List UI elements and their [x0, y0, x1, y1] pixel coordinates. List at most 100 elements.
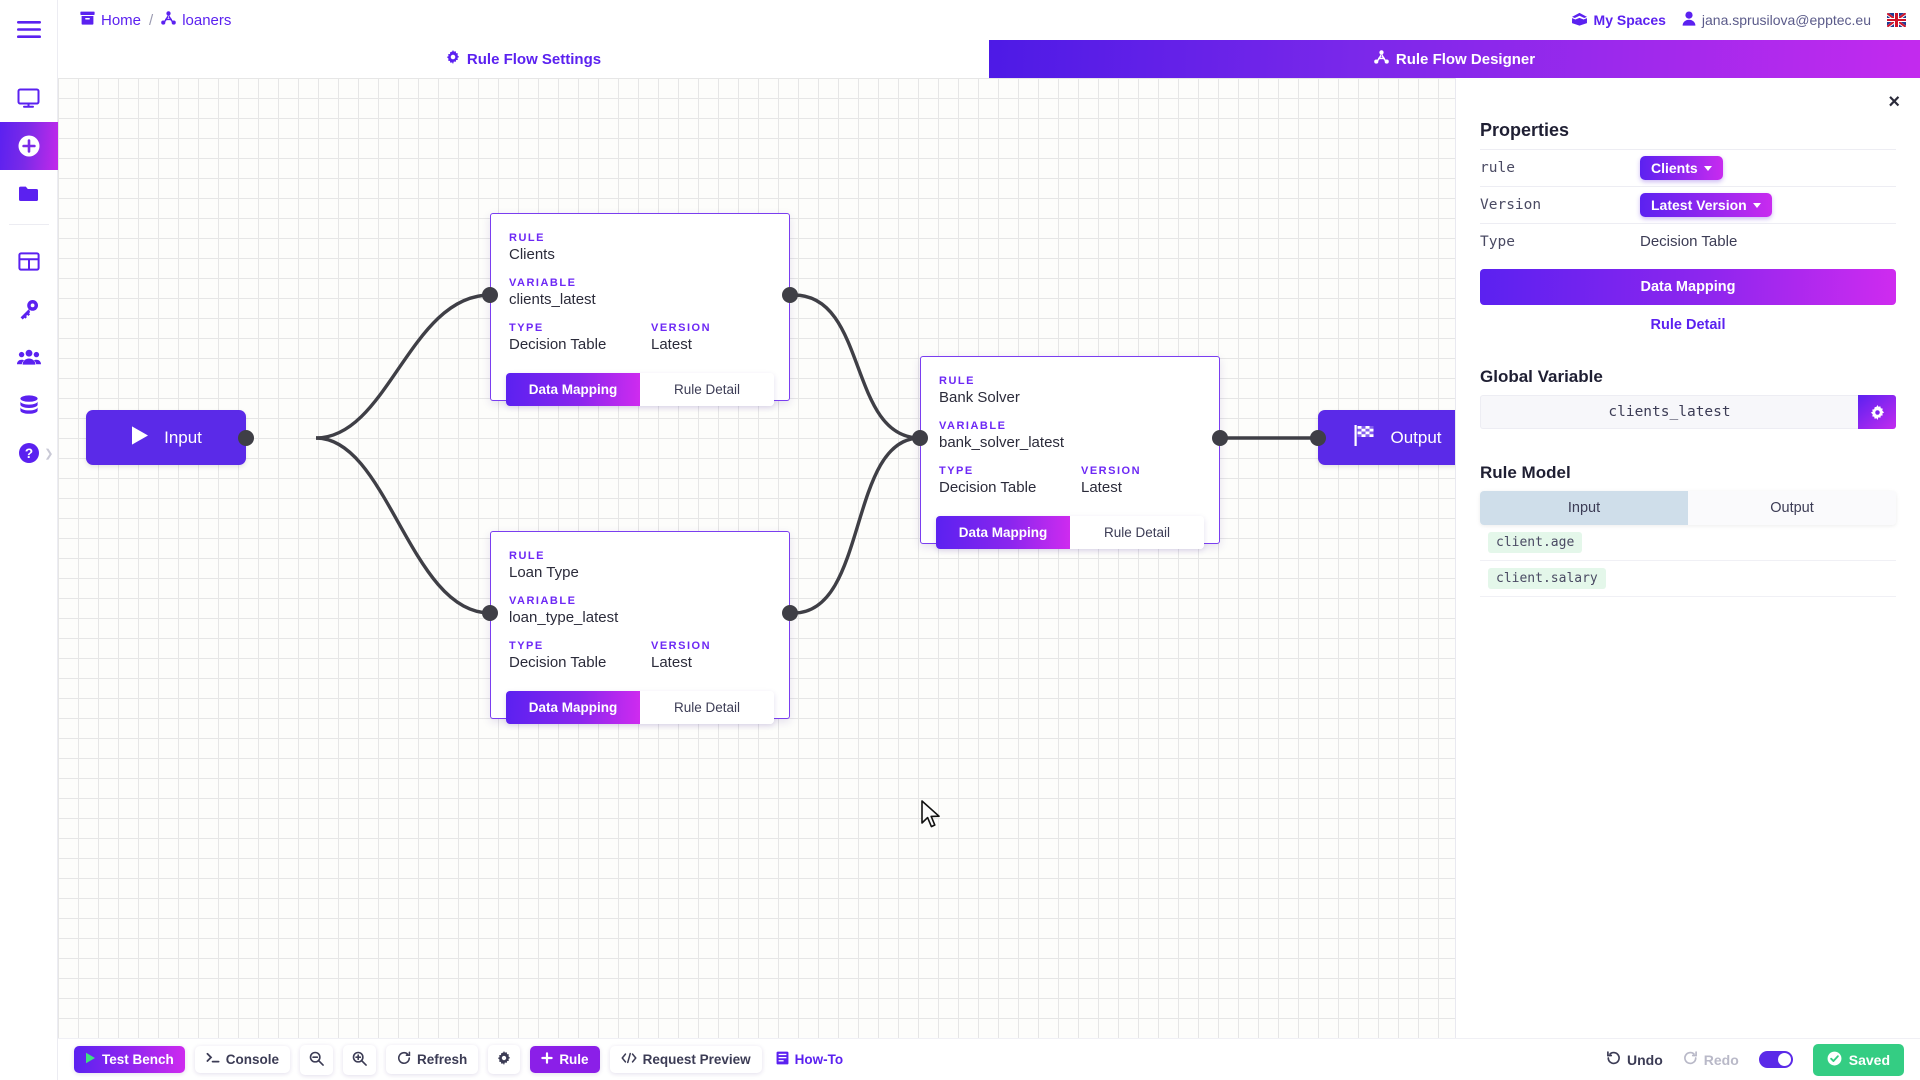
rule-card-actions: Data Mapping Rule Detail — [506, 691, 774, 724]
model-field-chip[interactable]: client.salary — [1488, 568, 1606, 589]
person-icon — [1682, 11, 1696, 29]
properties-panel: × Properties rule Clients Version Latest… — [1455, 78, 1920, 1038]
test-bench-button[interactable]: Test Bench — [74, 1046, 185, 1073]
sidebar-item-tables[interactable] — [0, 237, 58, 285]
rule-card[interactable]: RULE Loan Type VARIABLE loan_type_latest… — [490, 531, 790, 724]
model-field-chip[interactable]: client.age — [1488, 532, 1583, 553]
autosave-toggle[interactable] — [1758, 1051, 1793, 1068]
my-spaces-button[interactable]: My Spaces — [1571, 12, 1666, 29]
rule-node-loan-type[interactable]: RULE Loan Type VARIABLE loan_type_latest… — [482, 531, 798, 724]
field-label-type: TYPE — [509, 640, 544, 652]
property-row-version: Version Latest Version — [1480, 186, 1896, 223]
output-port[interactable] — [1212, 430, 1228, 446]
rule-card[interactable]: RULE Clients VARIABLE clients_latest TYP… — [490, 213, 790, 406]
input-port[interactable] — [1310, 429, 1326, 446]
request-preview-button[interactable]: Request Preview — [609, 1046, 762, 1073]
zoom-out-button[interactable] — [300, 1044, 334, 1075]
chevron-down-icon — [1703, 165, 1712, 171]
field-label-version: VERSION — [651, 322, 712, 334]
sidebar-divider — [8, 224, 49, 225]
plus-circle-icon — [17, 134, 41, 158]
my-spaces-label: My Spaces — [1593, 12, 1666, 28]
output-node[interactable]: Output — [1310, 410, 1478, 465]
redo-button[interactable]: Redo — [1683, 1051, 1739, 1068]
close-icon[interactable]: × — [1888, 91, 1900, 113]
saved-label: Saved — [1848, 1051, 1890, 1068]
sidebar-item-users[interactable] — [0, 333, 58, 381]
status-badge[interactable]: Saved — [1812, 1043, 1904, 1076]
rule-detail-button[interactable]: Rule Detail — [640, 373, 774, 406]
sidebar-item-create[interactable] — [0, 122, 58, 170]
canvas-settings-button[interactable] — [488, 1045, 521, 1074]
sidebar-item-help[interactable]: ? ❯ — [0, 429, 58, 477]
archive-box-icon — [80, 11, 95, 29]
tab-rule-flow-designer[interactable]: Rule Flow Designer — [989, 40, 1920, 78]
rule-node-clients[interactable]: RULE Clients VARIABLE clients_latest TYP… — [482, 213, 798, 406]
uk-flag-icon[interactable] — [1887, 13, 1906, 27]
rule-flow-icon — [1374, 50, 1389, 68]
refresh-button[interactable]: Refresh — [386, 1045, 479, 1074]
output-port[interactable] — [782, 605, 798, 621]
global-variable-field: clients_latest — [1480, 395, 1896, 429]
hamburger-icon — [16, 21, 41, 39]
sidebar-item-projects[interactable] — [0, 170, 58, 218]
rule-card[interactable]: RULE Bank Solver VARIABLE bank_solver_la… — [920, 356, 1220, 549]
input-port[interactable] — [482, 287, 498, 303]
console-button[interactable]: Console — [194, 1046, 291, 1073]
rule-node-bank-solver[interactable]: RULE Bank Solver VARIABLE bank_solver_la… — [912, 356, 1228, 549]
sidebar-item-menu-toggle[interactable] — [0, 4, 58, 56]
rule-model-tabs: Input Output — [1480, 491, 1896, 525]
test-bench-label: Test Bench — [102, 1052, 174, 1067]
rule-detail-link[interactable]: Rule Detail — [1650, 317, 1726, 333]
user-menu[interactable]: jana.sprusilova@epptec.eu — [1682, 11, 1871, 29]
output-node-label: Output — [1390, 427, 1442, 447]
rule-detail-button[interactable]: Rule Detail — [640, 691, 774, 724]
play-icon — [85, 1052, 96, 1067]
how-to-label: How-To — [794, 1052, 844, 1067]
data-mapping-button[interactable]: Data Mapping — [506, 691, 640, 724]
sidebar-item-database[interactable] — [0, 381, 58, 429]
tab-model-output[interactable]: Output — [1688, 491, 1896, 525]
data-mapping-button[interactable]: Data Mapping — [506, 373, 640, 406]
input-node[interactable]: Input — [86, 410, 254, 465]
how-to-button[interactable]: How-To — [772, 1045, 847, 1074]
version-dropdown-value: Latest Version — [1651, 197, 1747, 213]
output-port[interactable] — [782, 287, 798, 303]
output-node-body[interactable]: Output — [1318, 410, 1478, 465]
key-icon — [18, 298, 40, 320]
property-value-type: Decision Table — [1640, 233, 1738, 250]
tab-model-input[interactable]: Input — [1480, 491, 1688, 525]
svg-text:?: ? — [24, 446, 32, 461]
undo-button[interactable]: Undo — [1606, 1051, 1663, 1068]
input-port[interactable] — [912, 430, 928, 446]
zoom-in-button[interactable] — [343, 1044, 377, 1075]
breadcrumb-separator: / — [149, 11, 154, 29]
rule-card-actions: Data Mapping Rule Detail — [936, 516, 1204, 549]
global-variable-input[interactable]: clients_latest — [1480, 395, 1858, 429]
version-dropdown[interactable]: Latest Version — [1640, 193, 1772, 217]
rule-detail-button[interactable]: Rule Detail — [1070, 516, 1204, 549]
console-label: Console — [225, 1052, 280, 1067]
input-port[interactable] — [482, 605, 498, 621]
tab-rule-flow-settings[interactable]: Rule Flow Settings — [58, 40, 989, 78]
add-rule-button[interactable]: Rule — [530, 1046, 600, 1073]
sidebar-item-dashboard[interactable] — [0, 74, 58, 122]
data-mapping-button[interactable]: Data Mapping — [936, 516, 1070, 549]
database-icon — [18, 395, 40, 415]
output-port[interactable] — [238, 429, 254, 446]
top-right-actions: My Spaces jana.sprusilova@epptec.eu — [1571, 11, 1906, 29]
input-node-body[interactable]: Input — [86, 410, 246, 465]
data-mapping-button[interactable]: Data Mapping — [1480, 269, 1896, 305]
breadcrumb-item-home[interactable]: Home — [80, 11, 141, 29]
gear-icon[interactable] — [1858, 395, 1896, 429]
field-label-version: VERSION — [1081, 465, 1142, 477]
rule-card-actions: Data Mapping Rule Detail — [506, 373, 774, 406]
chevron-right-icon: ❯ — [44, 447, 54, 460]
rule-dropdown[interactable]: Clients — [1640, 156, 1723, 180]
monitor-icon — [17, 88, 40, 109]
property-row-type: Type Decision Table — [1480, 223, 1896, 259]
sidebar-item-keys[interactable] — [0, 285, 58, 333]
breadcrumb-label-loaners: loaners — [182, 11, 232, 29]
breadcrumb-item-loaners[interactable]: loaners — [161, 11, 231, 29]
